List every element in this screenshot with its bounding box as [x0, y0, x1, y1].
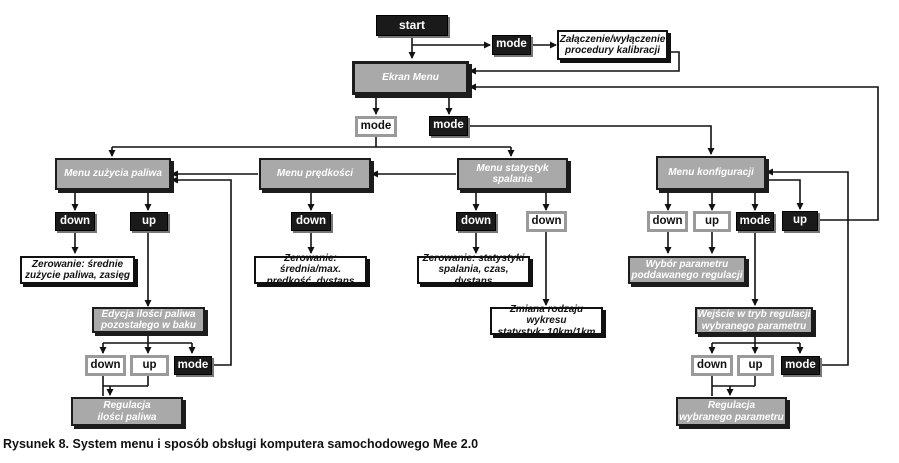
- edit-down-button[interactable]: down: [85, 355, 126, 376]
- config-up-button[interactable]: up: [693, 211, 731, 232]
- figure-caption: Rysunek 8. System menu i sposób obsługi …: [3, 437, 479, 451]
- reg-down-button[interactable]: down: [691, 355, 733, 376]
- fuel-consumption-menu: Menu zużycia paliwa: [55, 158, 171, 190]
- reg-up-button[interactable]: up: [737, 355, 774, 376]
- menu-screen-node: Ekran Menu: [352, 61, 469, 95]
- speed-down-button[interactable]: down: [291, 212, 331, 231]
- regulation-mode-entry-box: Wejście w tryb regulacji wybranego param…: [695, 307, 813, 334]
- mode-top-button[interactable]: mode: [492, 35, 531, 55]
- chart-type-change-box: Zmiana rodzaju wykresu statystyk: 10km/1…: [490, 304, 603, 338]
- reg-mode-button[interactable]: mode: [781, 356, 820, 375]
- fuel-reset-box: Zerowanie: średnie zużycie paliwa, zasię…: [20, 256, 135, 284]
- fuel-edit-box: Edycja ilości paliwa pozostałego w baku: [92, 307, 205, 333]
- configuration-menu: Menu konfiguracji: [656, 156, 766, 190]
- combustion-stats-menu: Menu statystyk spalania: [457, 158, 568, 190]
- speed-reset-box: Zerowanie: średnia/max. prędkość, dystan…: [254, 253, 367, 287]
- calibration-toggle-box: Załączenie/wyłączenie procedury kalibrac…: [557, 30, 668, 60]
- start-node: start: [376, 15, 448, 36]
- config-mode-button[interactable]: mode: [736, 212, 774, 231]
- edit-mode-button[interactable]: mode: [174, 356, 212, 375]
- stats-reset-box: Zerowanie: statystyki spalania, czas, dy…: [417, 253, 530, 287]
- parameter-select-box: Wybór parametru poddawanego regulacji: [628, 256, 746, 284]
- config-down-button[interactable]: down: [647, 211, 688, 232]
- fuel-down-button[interactable]: down: [55, 212, 95, 231]
- edit-up-button[interactable]: up: [130, 355, 169, 376]
- config-up-black-button[interactable]: up: [782, 211, 818, 231]
- stats-down-white-button[interactable]: down: [526, 211, 567, 232]
- speed-menu: Menu prędkości: [259, 158, 371, 190]
- mode-black-button[interactable]: mode: [429, 116, 468, 136]
- fuel-up-button[interactable]: up: [130, 212, 168, 231]
- fuel-regulation-box: Regulacja ilości paliwa: [71, 397, 183, 426]
- mode-white-button[interactable]: mode: [355, 116, 397, 137]
- parameter-regulation-box: Regulacja wybranego parametru: [676, 397, 787, 426]
- stats-down-button[interactable]: down: [456, 212, 496, 231]
